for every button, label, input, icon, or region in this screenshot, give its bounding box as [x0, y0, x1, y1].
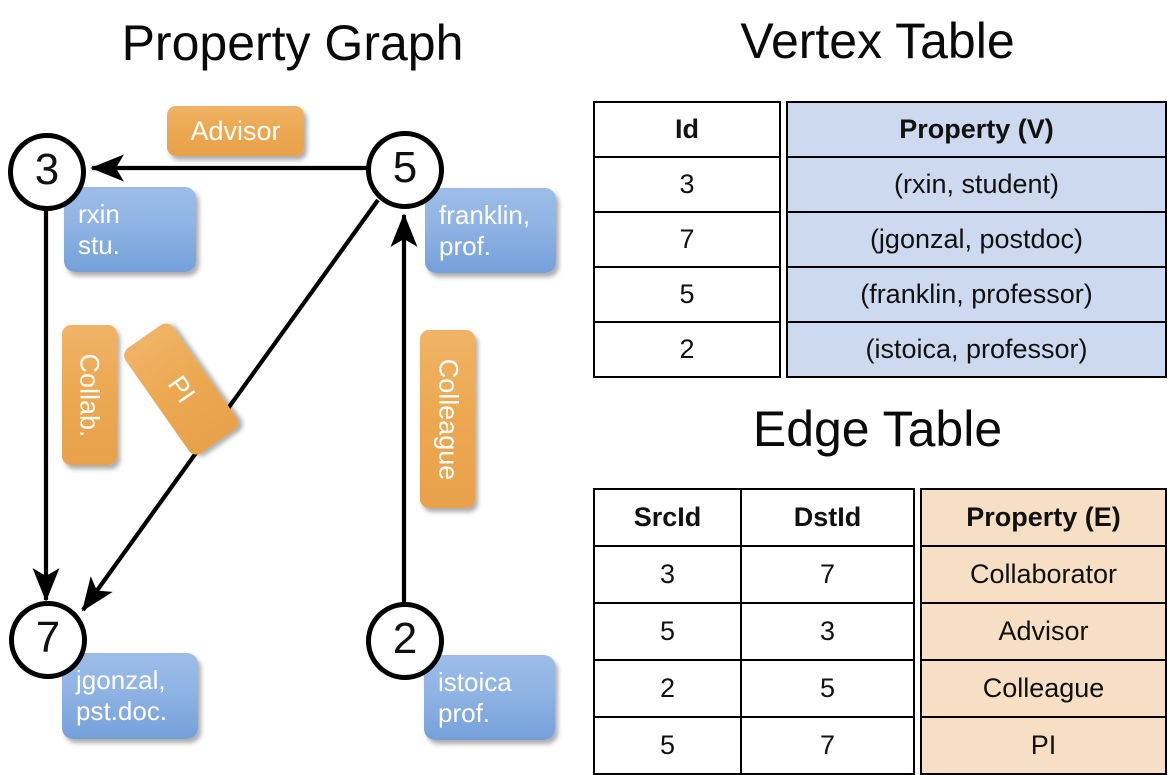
- edge-label-pi-text: PI: [161, 369, 202, 408]
- graph-node-5[interactable]: 5: [366, 131, 444, 209]
- table-row[interactable]: 2 5 Colleague: [593, 659, 1167, 718]
- vertex-table-column-gap: [780, 102, 787, 157]
- vertex-property-box-2-line1: istoica: [438, 667, 512, 697]
- vertex-row-3-id: 2: [593, 321, 781, 378]
- vertex-row-3-property: (istoica, professor): [786, 321, 1167, 378]
- edge-table-column-gap: [914, 546, 921, 603]
- vertex-table: Id Property (V) 3 (rxin, student) 7 (jgo…: [593, 101, 1167, 378]
- graph-node-2[interactable]: 2: [366, 602, 444, 680]
- vertex-table-header-property: Property (V): [786, 101, 1167, 158]
- graph-node-3-label: 3: [34, 145, 60, 194]
- vertex-property-box-7[interactable]: jgonzal, pst.doc.: [62, 653, 198, 739]
- graph-node-7[interactable]: 7: [9, 601, 87, 679]
- edge-table-header-dstid: DstId: [740, 488, 915, 547]
- vertex-property-box-2[interactable]: istoica prof.: [424, 655, 555, 740]
- vertex-row-0-property: (rxin, student): [786, 156, 1167, 213]
- vertex-property-box-5[interactable]: franklin, prof.: [425, 188, 556, 273]
- edge-row-0-dst: 7: [740, 545, 915, 604]
- edge-row-1-dst: 3: [740, 602, 915, 661]
- edge-row-2-property: Colleague: [920, 659, 1167, 718]
- edge-row-0-src: 3: [593, 545, 742, 604]
- edge-row-0-property: Collaborator: [920, 545, 1167, 604]
- property-graph-title: Property Graph: [121, 15, 464, 71]
- vertex-row-1-property: (jgonzal, postdoc): [786, 211, 1167, 268]
- graph-node-7-label: 7: [35, 613, 61, 662]
- edge-table-header-property: Property (E): [920, 488, 1167, 547]
- table-row[interactable]: 2 (istoica, professor): [593, 321, 1167, 378]
- vertex-property-box-3-line2: stu.: [78, 230, 120, 260]
- table-row[interactable]: 5 3 Advisor: [593, 602, 1167, 661]
- vertex-property-box-7-line2: pst.doc.: [76, 696, 168, 726]
- vertex-property-box-3-line1: rxin: [78, 199, 120, 229]
- vertex-table-column-gap: [780, 157, 787, 212]
- graph-node-3[interactable]: 3: [8, 133, 86, 211]
- vertex-row-1-id: 7: [593, 211, 781, 268]
- edge-row-1-src: 5: [593, 602, 742, 661]
- table-row[interactable]: 5 (franklin, professor): [593, 266, 1167, 323]
- edge-label-colleague-text: Colleague: [433, 358, 463, 480]
- vertex-property-box-3[interactable]: rxin stu.: [64, 187, 196, 272]
- table-row[interactable]: 3 7 Collaborator: [593, 545, 1167, 604]
- vertex-property-box-7-line1: jgonzal,: [76, 665, 166, 695]
- edge-label-collab[interactable]: Collab.: [62, 325, 117, 465]
- vertex-property-box-5-line1: franklin,: [439, 200, 531, 230]
- graph-edges-layer: [32, 154, 418, 612]
- edge-5-to-7: [81, 198, 380, 612]
- edge-row-1-property: Advisor: [920, 602, 1167, 661]
- graph-node-5-label: 5: [392, 143, 418, 192]
- vertex-table-header-id: Id: [593, 101, 781, 158]
- edge-table: SrcId DstId Property (E) 3 7 Collaborato…: [593, 488, 1167, 775]
- edge-label-colleague[interactable]: Colleague: [420, 330, 475, 508]
- table-row[interactable]: 3 (rxin, student): [593, 156, 1167, 213]
- edge-table-title: Edge Table: [752, 401, 1003, 457]
- table-row[interactable]: 7 (jgonzal, postdoc): [593, 211, 1167, 268]
- edge-label-collab-text: Collab.: [75, 352, 106, 438]
- vertex-table-header-row: Id Property (V): [593, 101, 1167, 158]
- vertex-row-0-id: 3: [593, 156, 781, 213]
- vertex-row-2-id: 5: [593, 266, 781, 323]
- edge-row-3-property: PI: [920, 716, 1167, 775]
- edge-row-2-src: 2: [593, 659, 742, 718]
- edge-row-2-dst: 5: [740, 659, 915, 718]
- vertex-table-column-gap: [780, 322, 787, 377]
- vertex-table-title: Vertex Table: [740, 13, 1015, 69]
- edge-table-column-gap: [914, 489, 921, 546]
- vertex-table-column-gap: [780, 267, 787, 322]
- vertex-row-2-property: (franklin, professor): [786, 266, 1167, 323]
- table-row[interactable]: 5 7 PI: [593, 716, 1167, 775]
- graph-node-2-label: 2: [392, 614, 418, 663]
- vertex-table-column-gap: [780, 212, 787, 267]
- vertex-property-box-2-line2: prof.: [438, 698, 491, 728]
- edge-label-advisor-text: Advisor: [190, 115, 281, 146]
- vertex-property-box-5-line2: prof.: [439, 231, 492, 261]
- edge-table-column-gap: [914, 660, 921, 717]
- edge-table-column-gap: [914, 717, 921, 774]
- edge-table-header-row: SrcId DstId Property (E): [593, 488, 1167, 547]
- edge-table-column-gap: [914, 603, 921, 660]
- edge-row-3-src: 5: [593, 716, 742, 775]
- edge-row-3-dst: 7: [740, 716, 915, 775]
- edge-table-header-srcid: SrcId: [593, 488, 742, 547]
- edge-label-advisor[interactable]: Advisor: [167, 106, 304, 156]
